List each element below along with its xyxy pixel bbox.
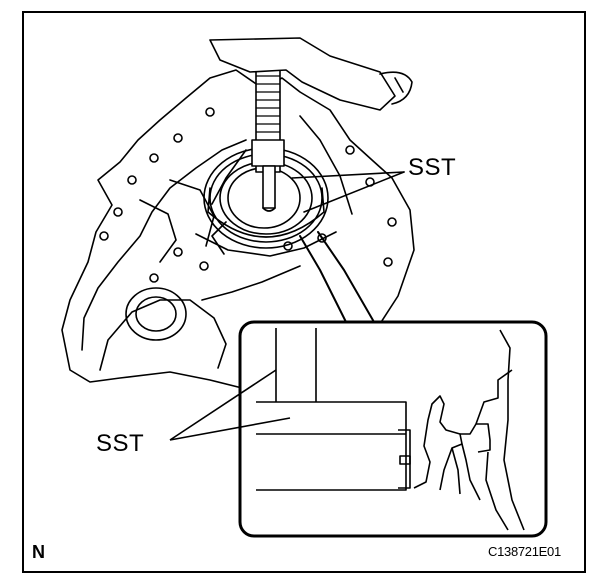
orientation-mark: N [32,542,45,562]
lower-sst-leader-2 [169,417,291,441]
bearing-bore [125,287,187,341]
upper-sst-label: SST [408,154,457,181]
press-ram [251,63,285,212]
detail-inset [169,320,548,538]
figure-id: C138721E01 [488,544,561,559]
lower-sst-label: SST [96,430,145,457]
press-frame [209,37,413,111]
lower-sst-leader-1 [169,369,277,441]
detail-callout-connector [299,231,375,323]
upper-sst-leader-1 [291,171,405,179]
bolt-holes [99,107,397,283]
upper-sst-leader-2 [303,171,405,213]
